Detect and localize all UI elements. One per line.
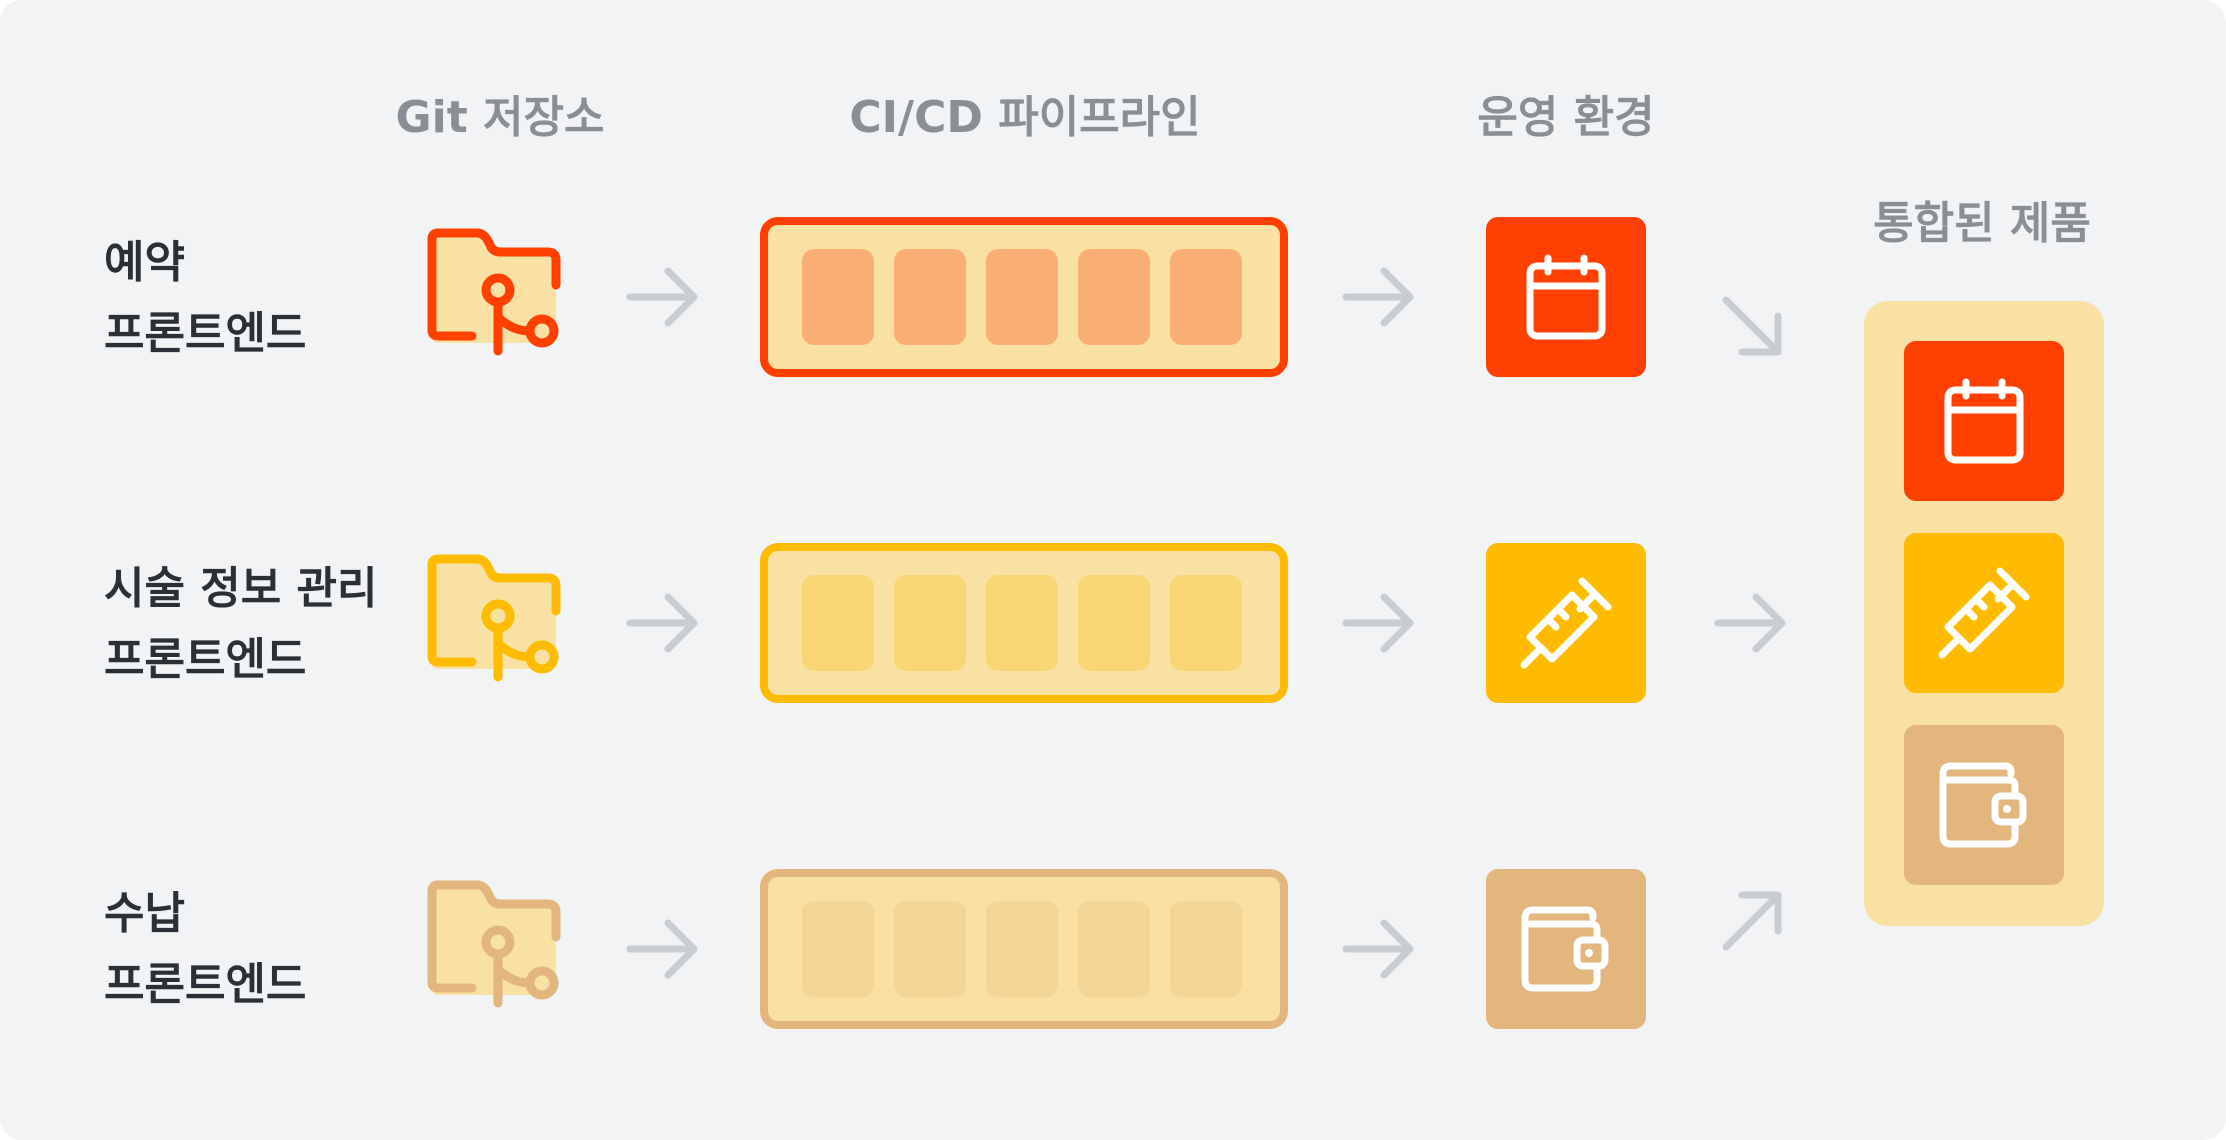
integrated-product-panel <box>1864 301 2104 926</box>
pipeline-stage <box>1170 249 1242 345</box>
row-label-line: 시술 정보 관리 <box>104 563 378 614</box>
row-label-reservation: 예약 프론트엔드 <box>104 227 306 369</box>
row-label-line: 프론트엔드 <box>104 959 307 1010</box>
product-module-reservation <box>1904 341 2064 501</box>
row-label-line: 프론트엔드 <box>104 308 307 359</box>
pipeline-stage <box>802 249 874 345</box>
pipeline-stage <box>986 249 1058 345</box>
wallet-icon <box>1939 762 2027 848</box>
calendar-icon <box>1526 254 1606 340</box>
product-module-treatment <box>1904 533 2064 693</box>
pipeline-stage <box>894 901 966 997</box>
arrow-right-icon <box>1342 593 1414 653</box>
git-folder-icon <box>427 554 561 682</box>
row-label-line: 프론트엔드 <box>104 634 307 685</box>
pipeline-stage <box>1078 249 1150 345</box>
arrow-right-icon <box>626 593 698 653</box>
pipeline-stage <box>1170 901 1242 997</box>
wallet-icon <box>1521 906 1609 992</box>
row-label-treatment: 시술 정보 관리 프론트엔드 <box>104 553 378 695</box>
pipeline-stage <box>1078 901 1150 997</box>
env-reservation <box>1486 217 1646 377</box>
pipeline-stage <box>802 575 874 671</box>
cicd-pipeline <box>760 869 1288 1029</box>
arrow-right-icon <box>1714 593 1786 653</box>
column-heading-product: 통합된 제품 <box>1873 198 2091 249</box>
row-label-line: 예약 <box>104 237 185 288</box>
arrow-down-right-icon <box>1722 296 1782 356</box>
syringe-icon <box>1938 567 2030 659</box>
cicd-pipeline <box>760 543 1288 703</box>
syringe-icon <box>1520 577 1612 669</box>
arrow-right-icon <box>1342 919 1414 979</box>
row-label-line: 수납 <box>104 888 185 939</box>
git-folder-icon <box>427 228 561 356</box>
pipeline-stage <box>894 249 966 345</box>
git-folder-icon <box>427 880 561 1008</box>
pipeline-stage <box>986 575 1058 671</box>
pipeline-stage <box>986 901 1058 997</box>
env-payment <box>1486 869 1646 1029</box>
product-module-payment <box>1904 725 2064 885</box>
cicd-pipeline <box>760 217 1288 377</box>
row-label-payment: 수납 프론트엔드 <box>104 878 306 1020</box>
env-treatment <box>1486 543 1646 703</box>
column-heading-git: Git 저장소 <box>395 92 605 143</box>
pipeline-stage <box>1170 575 1242 671</box>
arrow-up-right-icon <box>1722 891 1782 951</box>
pipeline-stage <box>1078 575 1150 671</box>
arrow-right-icon <box>1342 267 1414 327</box>
pipeline-stage <box>802 901 874 997</box>
column-heading-cicd: CI/CD 파이프라인 <box>849 92 1201 143</box>
calendar-icon <box>1944 378 2024 464</box>
arrow-right-icon <box>626 919 698 979</box>
pipeline-stage <box>894 575 966 671</box>
column-heading-env: 운영 환경 <box>1477 92 1655 143</box>
arrow-right-icon <box>626 267 698 327</box>
